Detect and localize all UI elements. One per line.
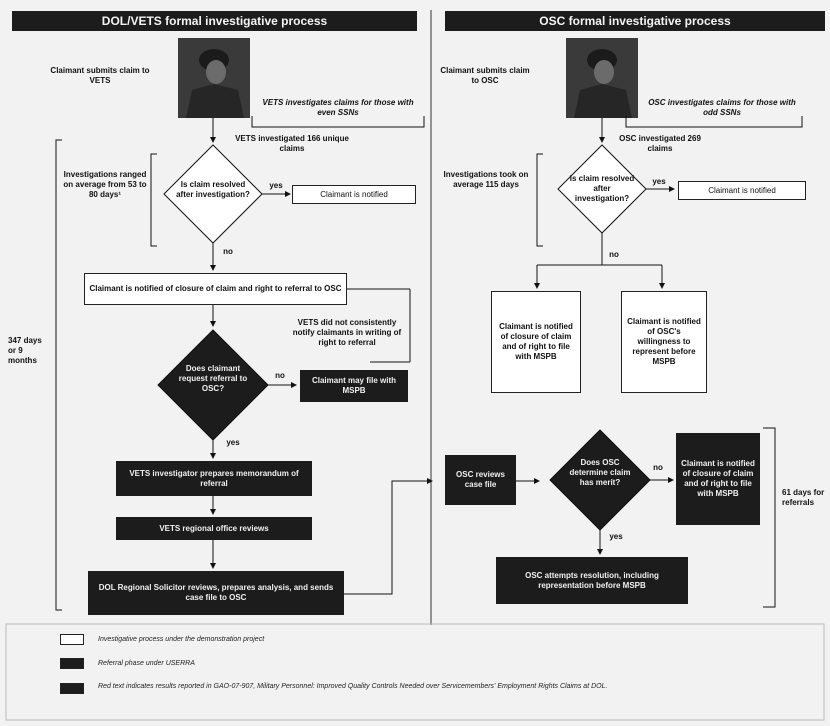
right-investigates-text: OSC investigates claims for those with o… <box>648 98 796 117</box>
left-may-file-box: Claimant may file with MSPB <box>300 370 408 402</box>
left-ranged-text: Investigations ranged on average from 53… <box>63 170 147 199</box>
left-yes1-label: yes <box>269 181 283 190</box>
left-no2-label: no <box>275 371 285 380</box>
right-soldier-photo <box>566 38 638 118</box>
left-solicitor-box: DOL Regional Solicitor reviews, prepares… <box>88 571 344 615</box>
right-no1-label: no <box>609 250 619 259</box>
right-took-text: Investigations took on average 115 days <box>443 170 529 189</box>
left-notified-box: Claimant is notified <box>292 185 416 204</box>
left-header: DOL/VETS formal investigative process <box>12 11 417 31</box>
left-decision2-text: Does claimant request referral to OSC? <box>178 364 248 393</box>
legend-white-swatch <box>60 634 84 645</box>
legend-red-swatch <box>60 683 84 694</box>
left-investigated-count: VETS investigated 166 unique claims <box>235 134 349 153</box>
legend-black-swatch <box>60 658 84 669</box>
right-decision2-text: Does OSC determine claim has merit? <box>569 458 631 487</box>
left-no1-label: no <box>223 247 233 256</box>
right-willingness-box: Claimant is notified of OSC's willingnes… <box>621 291 707 393</box>
right-closure-mspb-box: Claimant is notified of closure of claim… <box>491 291 581 393</box>
left-decision1-text: Is claim resolved after investigation? <box>176 180 250 199</box>
legend-red-text: Red text indicates results reported in G… <box>98 683 608 690</box>
left-soldier-photo <box>178 38 250 118</box>
right-no2-label: no <box>653 463 663 472</box>
right-resolution-box: OSC attempts resolution, including repre… <box>496 557 688 604</box>
right-reviews-box: OSC reviews case file <box>445 455 516 505</box>
legend-white-text: Investigative process under the demonstr… <box>98 636 265 643</box>
right-header: OSC formal investigative process <box>445 11 825 31</box>
left-memo-box: VETS investigator prepares memorandum of… <box>116 461 312 496</box>
right-yes1-label: yes <box>652 177 666 186</box>
right-submit-text: Claimant submits claim to OSC <box>440 66 530 85</box>
left-total-days: 347 days or 9 months <box>8 336 42 365</box>
left-regional-box: VETS regional office reviews <box>116 517 312 540</box>
right-notified-box: Claimant is notified <box>678 181 806 200</box>
right-yes2-label: yes <box>609 532 623 541</box>
left-yes2-label: yes <box>226 438 240 447</box>
left-closure-box: Claimant is notified of closure of claim… <box>84 273 347 305</box>
legend-black-text: Referral phase under USERRA <box>98 660 195 667</box>
right-decision1-text: Is claim resolved after investigation? <box>569 174 635 203</box>
left-submit-text: Claimant submits claim to VETS <box>50 66 150 85</box>
soldier-image-icon <box>178 38 250 118</box>
left-investigates-text: VETS investigates claims for those with … <box>262 98 414 117</box>
right-closure-right-box: Claimant is notified of closure of claim… <box>676 433 760 525</box>
left-did-not-notify-text: VETS did not consistently notify claiman… <box>292 318 402 347</box>
soldier-image-icon <box>566 38 638 118</box>
right-referral-days: 61 days for referrals <box>782 488 825 507</box>
right-investigated-count: OSC investigated 269 claims <box>619 134 701 153</box>
